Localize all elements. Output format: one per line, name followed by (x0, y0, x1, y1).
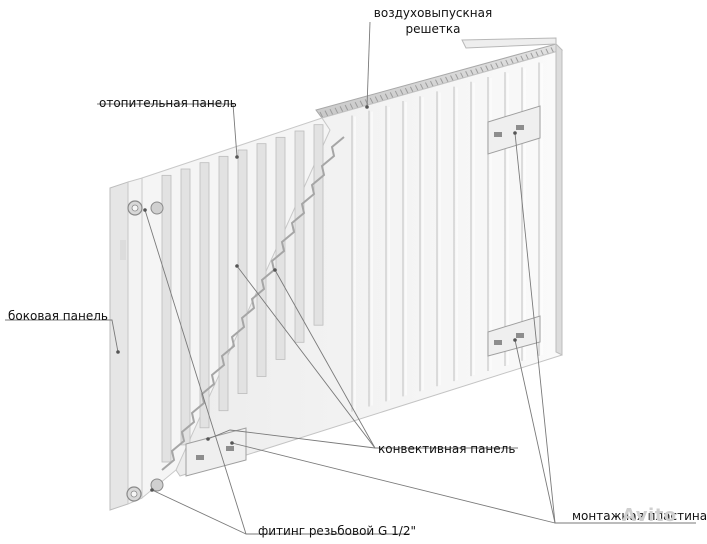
mounting-plate-top (487, 105, 541, 155)
fitting-bottom (126, 478, 164, 502)
label-side-panel: боковая панель (8, 309, 108, 323)
mounting-plate-bottom (487, 315, 541, 357)
label-air-grille: воздуховыпускная решетка (372, 5, 494, 37)
leader-mount-c (231, 442, 556, 524)
leader-heating-panel (97, 103, 238, 158)
label-air-grille-line1: воздуховыпускная (373, 6, 493, 20)
mounting-plate-lower-left (185, 427, 247, 477)
label-fitting: фитинг резьбовой G 1/2" (258, 524, 416, 538)
heating-panel-cutaway (141, 117, 345, 500)
label-mounting-plate: монтажная пластина (572, 509, 707, 523)
convector-zigzag (161, 136, 345, 471)
fitting-top (127, 200, 164, 216)
leader-air-grille (366, 21, 371, 108)
side-panel (109, 177, 143, 511)
leader-fitting-b (151, 489, 247, 535)
label-convection-panel: конвективная панель (378, 442, 516, 456)
avito-watermark: Avito (622, 505, 677, 526)
leader-lines (5, 21, 696, 535)
label-air-grille-line2: решетка (405, 22, 461, 36)
leader-dots (116, 105, 517, 492)
leader-side-panel (5, 319, 119, 353)
heating-fins (161, 124, 324, 463)
leader-mount-b (514, 339, 556, 524)
label-heating-panel: отопительная панель (99, 96, 237, 110)
leader-convection-b (274, 269, 376, 449)
